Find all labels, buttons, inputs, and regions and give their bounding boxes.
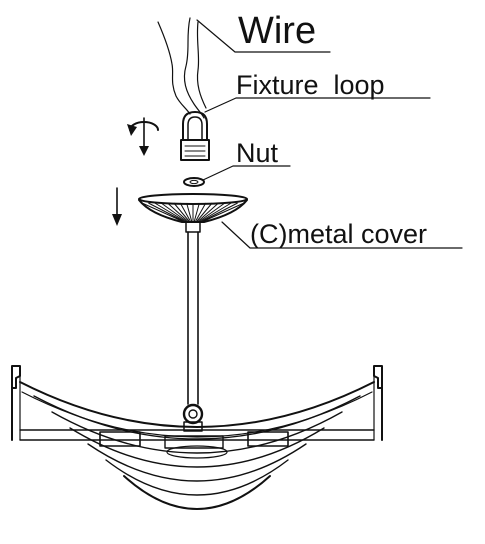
label-wire: Wire	[238, 10, 316, 52]
rod-ring	[182, 403, 204, 432]
cover-rib-line	[141, 202, 183, 222]
bowl-band	[33, 395, 361, 440]
cover-rib-line	[203, 202, 245, 222]
rotate-arrow-icon	[127, 117, 159, 156]
bowl-band	[87, 443, 307, 482]
cover-rib-line	[173, 202, 190, 222]
leader-lines	[196, 19, 463, 249]
cover-rib-line	[198, 202, 219, 222]
nut	[183, 177, 205, 187]
bowl-band	[69, 427, 325, 468]
bowl-band	[51, 411, 343, 454]
wire	[157, 17, 207, 119]
cover-rib-line	[160, 202, 187, 222]
fixture-loop	[180, 111, 210, 161]
label-fixture-loop: Fixture loop	[236, 70, 385, 100]
rod	[185, 221, 201, 405]
cover-rib-line	[186, 202, 193, 222]
cover-rib-line	[193, 202, 200, 222]
cover-rib-line	[200, 202, 232, 222]
cover-rib-line	[179, 202, 191, 222]
bowl-band	[105, 459, 289, 496]
cover-rib-line	[195, 202, 207, 222]
cover-rib-line	[202, 202, 238, 222]
label-metal-cover: (C)metal cover	[250, 219, 427, 249]
bowl-band	[123, 475, 271, 510]
label-nut: Nut	[236, 138, 279, 168]
down-arrow-icon	[112, 187, 122, 226]
cover-rib-line	[148, 202, 184, 222]
metal-cover	[138, 193, 248, 223]
cover-rib-line	[154, 202, 186, 222]
cover-rib-line	[196, 202, 213, 222]
bowl-shade	[11, 365, 383, 510]
cover-rib-line	[199, 202, 226, 222]
cover-rib-line	[167, 202, 188, 222]
